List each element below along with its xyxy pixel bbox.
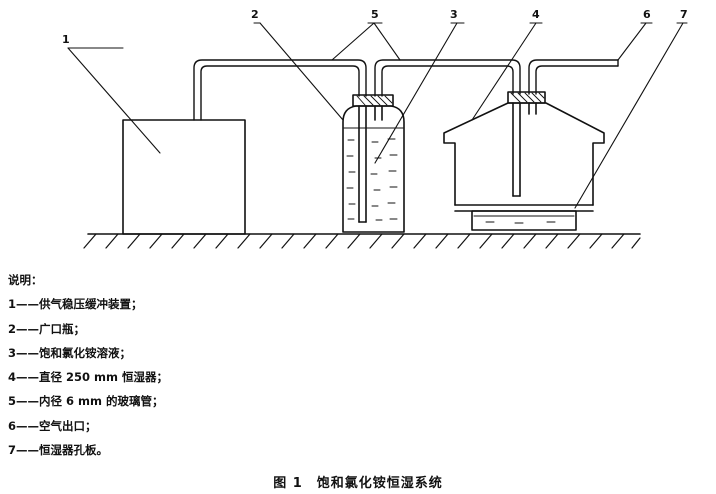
ground [83,233,641,249]
callout-5: 5 [371,8,379,21]
perforated-plate [454,204,594,212]
callout-2: 2 [251,8,259,21]
humidifier-250mm [443,91,605,231]
humidifier-stopper [507,91,546,104]
figure-caption: 图 1 饱和氯化铵恒湿系统 [273,476,443,491]
legend-item: 5——内径 6 mm 的玻璃管； [8,394,164,409]
wide-mouth-bottle [342,94,405,233]
legend-item: 7——恒湿器孔板。 [8,443,109,458]
legend-item: 2——广口瓶； [8,321,86,336]
ammonium-chloride-solution [343,127,404,221]
legend-title: 说明： [8,273,43,287]
legend-item: 1——供气稳压缓冲装置； [8,297,143,312]
legend-item: 6——空气出口； [8,418,97,433]
legend-item: 4——直径 250 mm 恒湿器； [8,370,168,385]
legend: 说明： 1——供气稳压缓冲装置； 2——广口瓶； 3——饱和氯化铵溶液； 4——… [8,268,168,462]
callout-4: 4 [532,8,540,21]
callout-1: 1 [62,33,70,46]
callout-7: 7 [680,8,688,21]
callout-6: 6 [643,8,651,21]
legend-item: 3——饱和氯化铵溶液； [8,345,132,360]
glass-tubes [193,59,619,121]
callout-3: 3 [450,8,458,21]
leader-lines [67,22,688,209]
humidifier-solution [473,215,575,224]
gas-supply-buffer-box [122,119,246,235]
bottle-stopper [352,94,394,107]
